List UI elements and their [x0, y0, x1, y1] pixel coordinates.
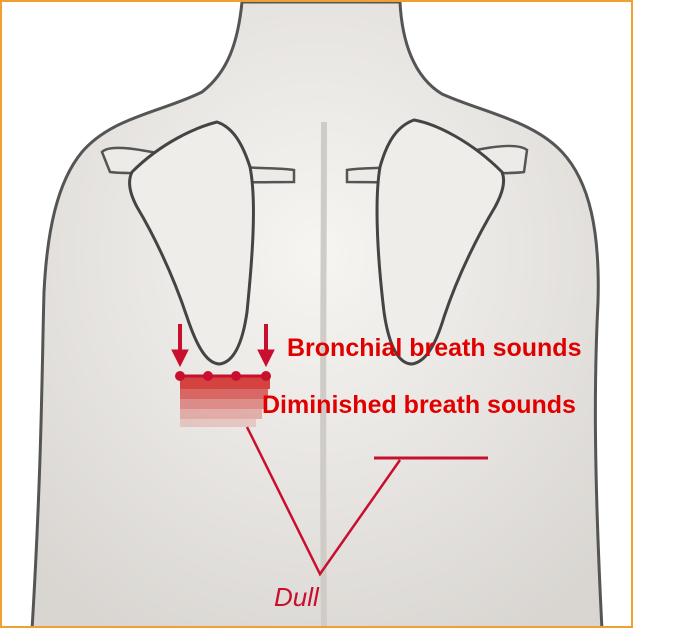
diminished-breath-sounds-label: Diminished breath sounds [262, 393, 576, 418]
boundary-dot [261, 371, 271, 381]
spine-line [323, 122, 324, 628]
dull-label: Dull [274, 584, 319, 610]
boundary-dot [175, 371, 185, 381]
bronchial-breath-sounds-label: Bronchial breath sounds [287, 336, 581, 361]
back-anatomy-illustration [2, 2, 633, 628]
boundary-dot [231, 371, 241, 381]
figure-frame: Bronchial breath sounds Diminished breat… [0, 0, 633, 628]
boundary-dot [203, 371, 213, 381]
torso-outline [32, 2, 602, 628]
